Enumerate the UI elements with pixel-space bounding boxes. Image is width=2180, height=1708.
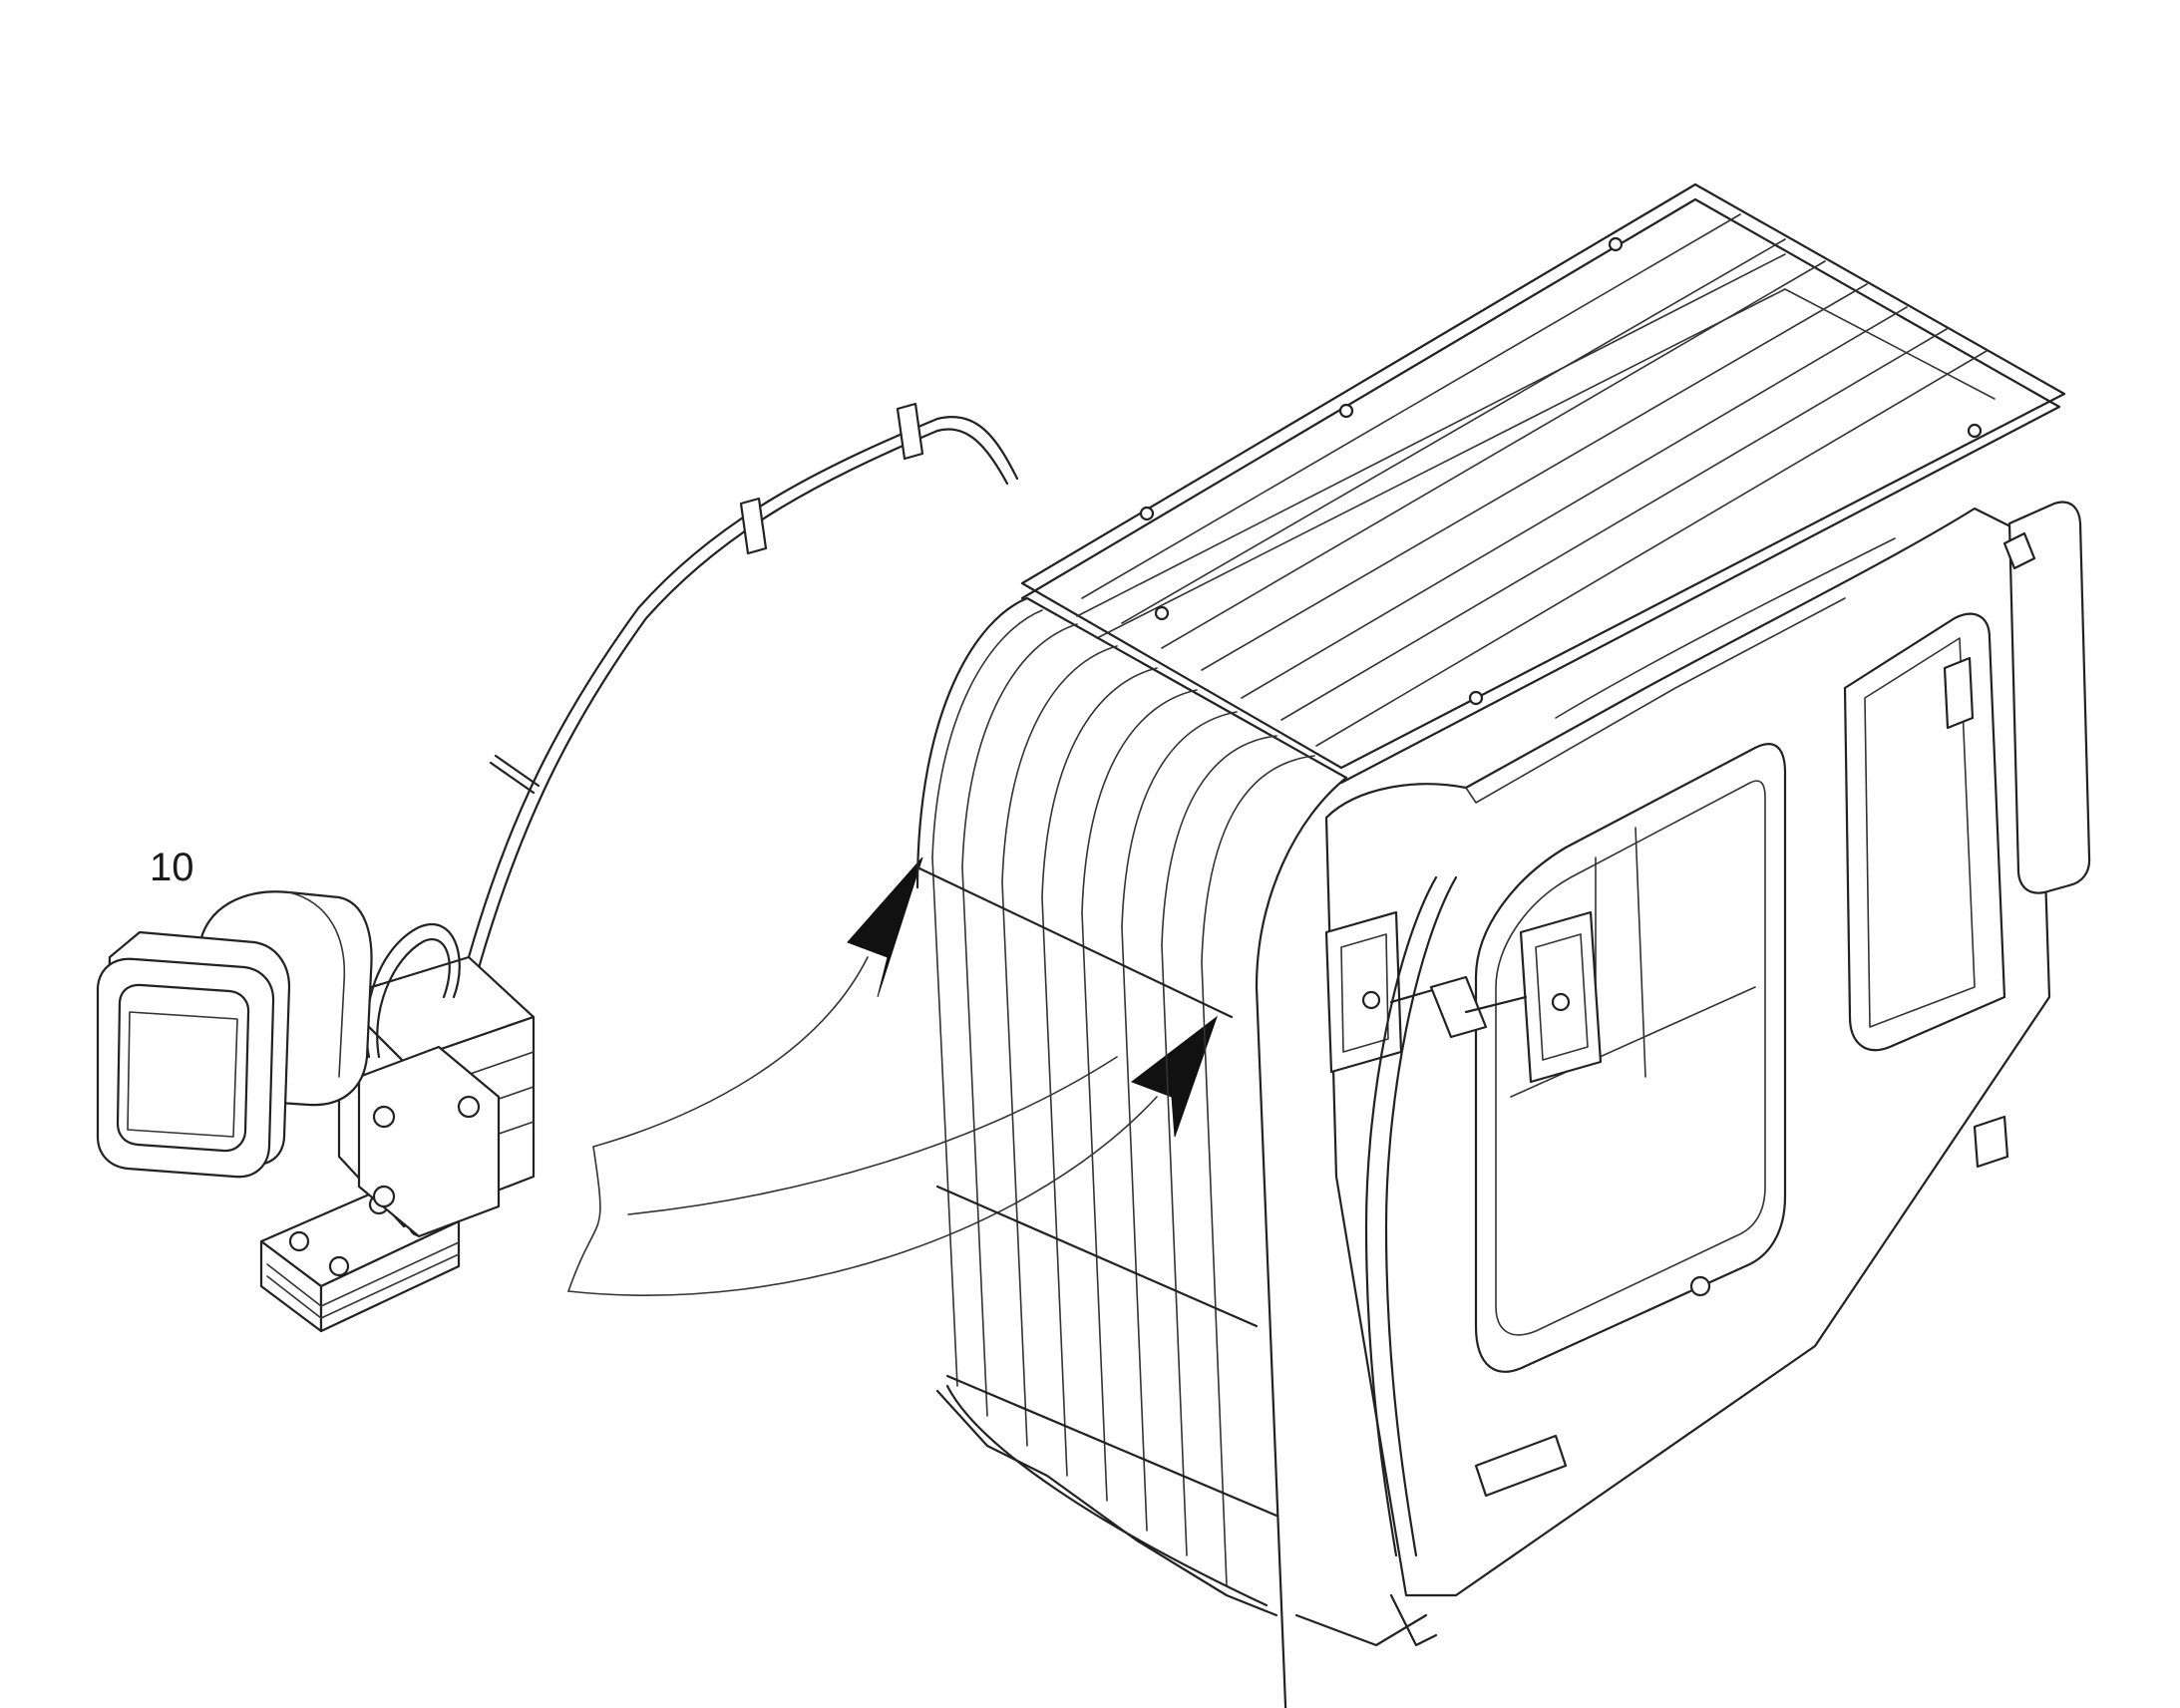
work-light-assembly: [96, 890, 536, 1333]
callout-label-work-light: 10: [150, 846, 194, 889]
mounting-bracket: [337, 923, 536, 1238]
cab-door: [1474, 743, 1787, 1373]
cable-clip: [896, 402, 924, 461]
cable-clip: [489, 754, 541, 795]
operator-cab: [915, 182, 2091, 1708]
rear-view-mirror: [2002, 501, 2091, 894]
side-light-left: [1324, 910, 1468, 1074]
rear-window: [1843, 612, 2006, 1052]
cab-body: [1294, 501, 2091, 1647]
step-plate: [1474, 1434, 1568, 1498]
cable-clip: [739, 497, 768, 555]
callout-arrows: [567, 856, 1219, 1296]
grab-handle: [1364, 875, 1458, 1557]
side-light-right: [1429, 910, 1603, 1084]
roof-guard: [1020, 182, 2066, 785]
front-guard: [915, 596, 1348, 1708]
badge-panel: [1973, 1115, 2009, 1169]
lamp-housing: [96, 890, 373, 1179]
